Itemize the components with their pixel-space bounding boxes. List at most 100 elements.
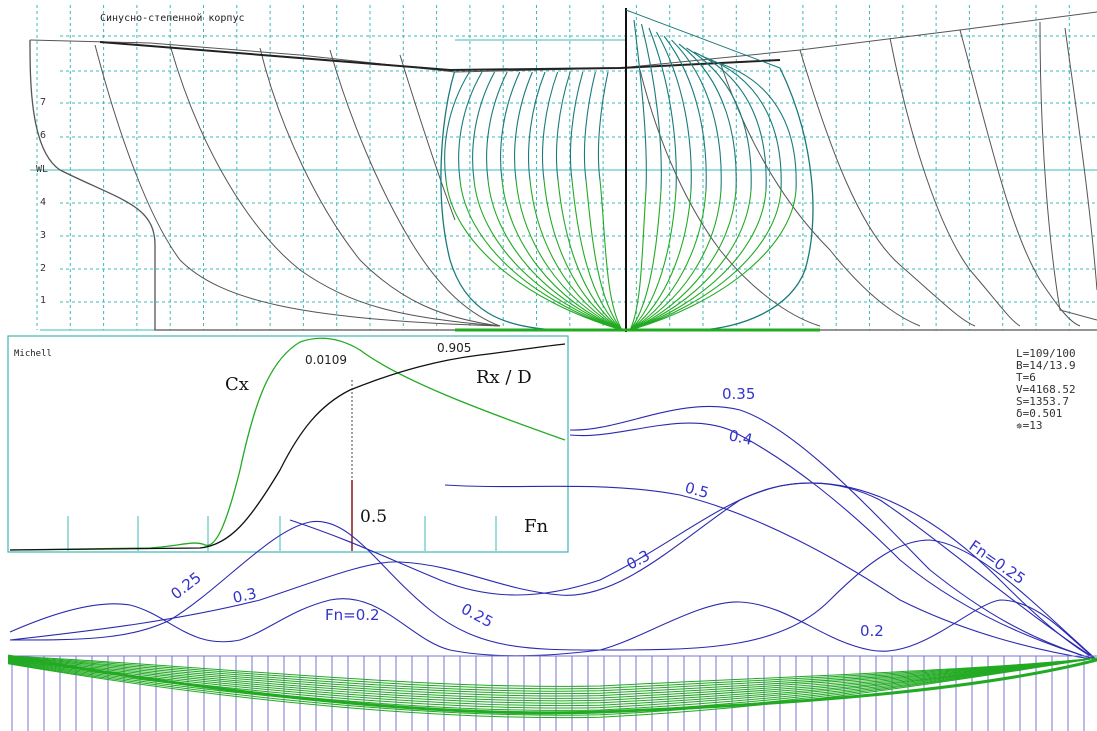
frame-right-lower <box>629 189 752 331</box>
wave-label-025-mid: 0.25 <box>458 600 496 632</box>
frame-right-upper <box>686 47 752 191</box>
frame-right-upper <box>656 31 692 191</box>
frame-left-lower <box>515 179 623 331</box>
frame-left-upper <box>597 71 609 181</box>
cx-curve <box>9 337 566 551</box>
param-surface: S=1353.7 <box>1016 395 1069 408</box>
frame-left-upper <box>472 71 496 181</box>
lens-line <box>7 657 1097 702</box>
frame-left-upper <box>555 71 571 181</box>
frame-right-lower <box>629 189 707 331</box>
wl-label-1: 1 <box>40 295 46 306</box>
wave-profiles <box>9 405 1097 661</box>
frame-right-upper <box>640 23 662 191</box>
frame-left-upper <box>500 71 521 181</box>
lens-outline <box>7 654 1097 715</box>
frame-right-lower <box>629 189 692 331</box>
frame-right-lower <box>629 189 647 331</box>
wave-label-05: 0.5 <box>683 478 711 502</box>
body-plan-envelope-left <box>440 69 561 331</box>
wl-label-3: 3 <box>40 230 46 241</box>
param-draft: T=6 <box>1016 371 1036 384</box>
parameter-panel: L=109/100 B=14/13.9 T=6 V=4168.52 S=1353… <box>1016 347 1076 432</box>
rxd-curve <box>9 343 566 551</box>
wl-label-4: 4 <box>40 197 46 208</box>
wl-label-2: 2 <box>40 263 46 274</box>
wave-label-025-left: 0.25 <box>167 568 204 603</box>
frame-left-lower <box>501 179 623 331</box>
wl-label-7: 7 <box>40 97 46 108</box>
frame-left-lower <box>585 179 623 331</box>
frame-left-upper <box>486 71 508 181</box>
wave-label-03-right: 0.3 <box>623 546 653 573</box>
frame-left-upper <box>444 71 470 181</box>
frame-left-lower <box>529 179 623 331</box>
lens-line <box>7 657 1097 716</box>
wave-label-fn02: Fn=0.2 <box>325 606 380 624</box>
wave-label-03-left: 0.3 <box>231 584 258 607</box>
frame-left-upper <box>528 71 546 181</box>
wave-label-04: 0.4 <box>727 426 754 449</box>
inset-label: Michell <box>14 349 52 359</box>
frame-right-upper <box>708 59 797 191</box>
frame-right-lower <box>629 189 722 331</box>
body-plan-envelope-right <box>699 67 814 331</box>
frame-right-upper <box>648 27 677 191</box>
hull-title: Синусно-степенной корпус <box>100 12 245 24</box>
fn-marker-value: 0.5 <box>360 507 387 527</box>
lens-line <box>7 657 1097 719</box>
frame-left-lower <box>473 179 623 331</box>
param-block-coef: δ=0.501 <box>1016 407 1062 420</box>
lens-line <box>7 657 1097 697</box>
frame-left-upper <box>569 71 584 181</box>
frame-left-lower <box>599 179 623 331</box>
param-count: ✵=13 <box>1016 419 1043 432</box>
lens-line <box>7 657 1097 695</box>
lens-line <box>7 656 1097 692</box>
frame-right-lower <box>629 189 767 331</box>
frame-left-lower <box>445 179 623 331</box>
wl-label-wl: WL <box>36 164 48 175</box>
param-volume: V=4168.52 <box>1016 383 1076 396</box>
frame-left-lower <box>557 179 623 331</box>
bottom-lens <box>7 654 1097 719</box>
waterline-labels: 7 6 WL 4 3 2 1 <box>36 97 48 306</box>
frame-right-lower <box>629 189 737 331</box>
frame-left-lower <box>459 179 623 331</box>
lens-line <box>7 657 1097 707</box>
frame-right-upper <box>693 51 767 191</box>
frame-left-lower <box>571 179 623 331</box>
rxd-value: 0.905 <box>437 341 471 355</box>
frame-left-upper <box>458 71 483 181</box>
frame-right-lower <box>629 189 782 331</box>
frame-left-upper <box>541 71 559 181</box>
wave-label-035: 0.35 <box>722 385 755 403</box>
frame-left-lower <box>543 179 623 331</box>
wave-label-fn025-right: Fn=0.25 <box>966 537 1029 589</box>
frame-left-lower <box>487 179 623 331</box>
frame-right-upper <box>701 55 782 191</box>
frame-right-upper <box>678 43 737 191</box>
frame-right-lower <box>629 189 797 331</box>
frame-right-lower <box>629 189 677 331</box>
michell-inset <box>7 335 569 553</box>
frame-right-lower <box>629 189 662 331</box>
frame-left-upper <box>583 71 596 181</box>
lens-line <box>7 657 1097 704</box>
peak-value: 0.0109 <box>305 353 347 367</box>
frame-right-upper <box>633 19 647 191</box>
body-plan <box>440 19 814 331</box>
rxd-label: Rx / D <box>476 367 532 388</box>
param-beam: B=14/13.9 <box>1016 359 1076 372</box>
lens-line <box>7 657 1097 699</box>
flare-line <box>625 9 781 69</box>
hull-profile <box>29 11 1097 331</box>
frame-left-upper <box>514 71 533 181</box>
fn-axis-label: Fn <box>524 516 548 537</box>
frame-right-upper <box>663 35 707 191</box>
wl-label-6: 6 <box>40 130 46 141</box>
frame-right-upper <box>671 39 722 191</box>
inset-ticks <box>67 516 497 551</box>
lens-line <box>7 655 1097 687</box>
